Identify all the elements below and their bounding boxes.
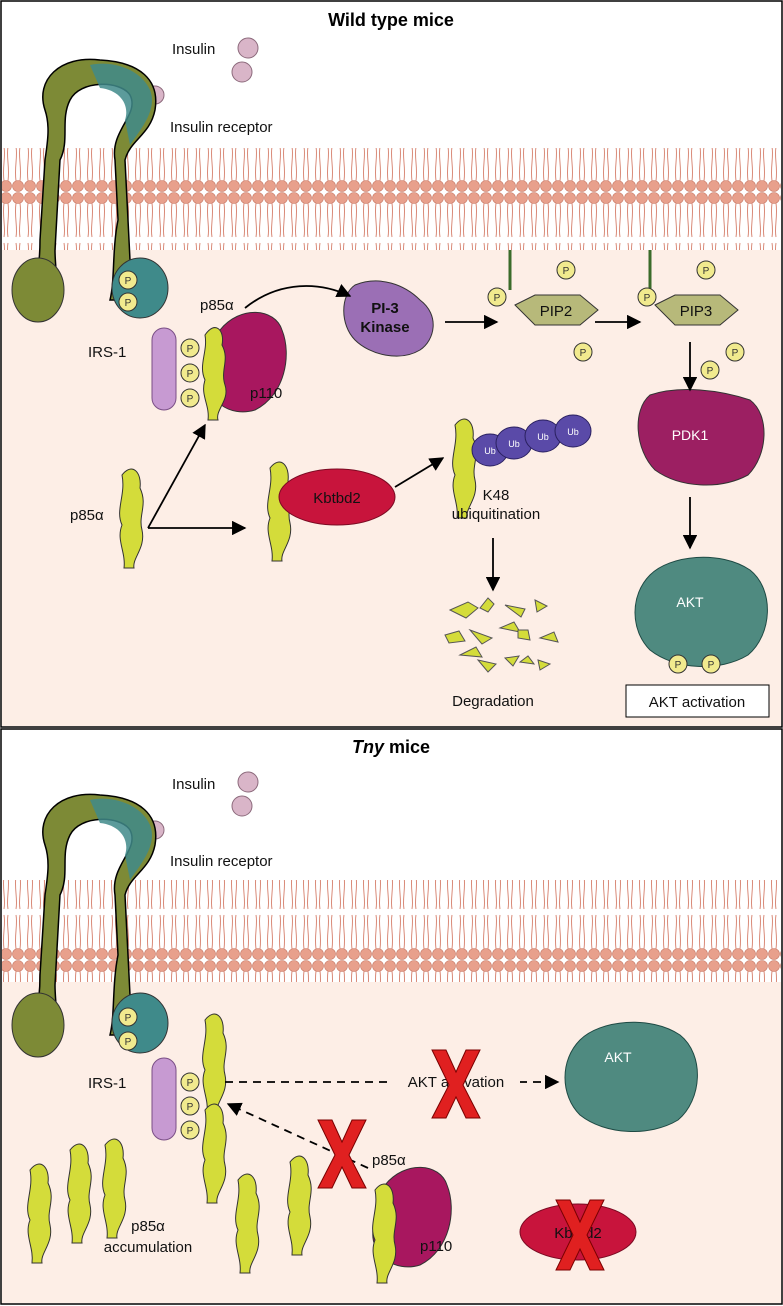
top-irs1-label: IRS-1: [88, 344, 126, 361]
top-pi3k-line1: PI-3: [371, 300, 399, 317]
top-arrows: [147, 283, 698, 592]
top-membrane: [2, 148, 781, 250]
top-irs1: [151, 327, 177, 411]
bottom-insulin-molecule: [237, 771, 259, 793]
svg-text:P: P: [708, 660, 715, 671]
top-p85-ub: [452, 418, 477, 519]
svg-text:P: P: [494, 293, 501, 304]
top-p85-bound-label: p85α: [200, 297, 234, 314]
top-k48-line1: K48: [483, 487, 510, 504]
bottom-akt-label: AKT: [604, 1049, 632, 1065]
top-insulin-label: Insulin: [172, 41, 215, 58]
top-kbtbd2: [278, 468, 396, 526]
bottom-accum-line1: p85α: [131, 1218, 165, 1235]
top-pi3k: [343, 280, 434, 357]
top-insulin-molecule: [237, 37, 259, 59]
top-insulin-receptor-label: Insulin receptor: [170, 119, 273, 136]
bottom-panel-title: Tny mice: [352, 737, 430, 757]
svg-text:P: P: [563, 266, 570, 277]
top-panel: Wild type mice Insulin Insulin receptor …: [0, 0, 783, 728]
top-p85-free-label: p85α: [70, 507, 104, 524]
bottom-p110-label: p110: [420, 1238, 452, 1255]
top-pip2-label: PIP2: [540, 303, 573, 320]
svg-text:P: P: [707, 366, 714, 377]
top-akt-activation-label: AKT activation: [649, 694, 745, 711]
bottom-p85-label: p85α: [372, 1152, 406, 1169]
bottom-p85-stack: [202, 1013, 227, 1204]
svg-text:P: P: [125, 298, 132, 309]
top-kbtbd2-label: Kbtbd2: [313, 490, 361, 507]
bottom-irs1-label: IRS-1: [88, 1075, 126, 1092]
bottom-panel: Tny mice Insulin Insulin receptor P P IR…: [0, 728, 783, 1305]
bottom-membrane: [2, 880, 781, 982]
top-degradation-fragments: [444, 597, 559, 673]
x-mark-p85-binding: [317, 1119, 367, 1189]
top-p110-label: p110: [250, 385, 282, 402]
bottom-insulin-receptor-label: Insulin receptor: [170, 853, 273, 870]
bottom-irs1-phospho: P P P: [180, 1072, 200, 1140]
svg-text:P: P: [703, 266, 710, 277]
top-receptor-phospho: P P: [118, 270, 138, 312]
x-mark-kbtbd2: [555, 1199, 605, 1271]
svg-text:P: P: [675, 660, 682, 671]
svg-text:P: P: [187, 369, 194, 380]
top-pi3k-line2: Kinase: [360, 319, 409, 336]
top-pdk1: [637, 389, 765, 486]
top-insulin-molecule: [231, 61, 253, 83]
svg-text:Ub: Ub: [484, 446, 496, 456]
top-k48-line2: ubiquitination: [452, 506, 540, 523]
svg-text:P: P: [187, 1078, 194, 1089]
bottom-accum-line2: accumulation: [104, 1239, 192, 1256]
bottom-p85-accumulated: [27, 1138, 312, 1274]
top-pip3: P P P P: [637, 250, 745, 380]
svg-text:P: P: [187, 1102, 194, 1113]
svg-text:P: P: [580, 348, 587, 359]
x-mark-akt-activation: [431, 1049, 481, 1119]
top-pip2: P P P: [487, 250, 599, 362]
svg-text:P: P: [125, 1037, 132, 1048]
svg-text:Ub: Ub: [537, 432, 549, 442]
svg-text:P: P: [125, 1013, 132, 1024]
bottom-dashed-arrows: [225, 1074, 560, 1169]
top-pdk1-label: PDK1: [672, 427, 709, 443]
bottom-irs1: [151, 1057, 177, 1141]
bottom-p85-p110: [372, 1183, 397, 1284]
svg-text:Ub: Ub: [567, 427, 579, 437]
bottom-receptor-phospho: P P: [118, 1007, 138, 1051]
top-akt-activation-box: [625, 684, 770, 718]
svg-text:Ub: Ub: [508, 439, 520, 449]
bottom-insulin-molecule: [231, 795, 253, 817]
top-ub-chain: Ub Ub Ub Ub: [471, 414, 592, 467]
top-p85-free: [119, 468, 144, 569]
top-degradation-label: Degradation: [452, 693, 534, 710]
svg-text:P: P: [125, 276, 132, 287]
top-p85-bound: [201, 327, 227, 421]
bottom-akt: [564, 1021, 698, 1132]
top-akt: [634, 556, 768, 667]
svg-text:P: P: [187, 344, 194, 355]
bottom-insulin-label: Insulin: [172, 776, 215, 793]
svg-text:P: P: [187, 394, 194, 405]
svg-text:P: P: [732, 348, 739, 359]
top-irs1-phospho: P P P: [180, 338, 200, 408]
svg-text:P: P: [187, 1126, 194, 1137]
top-panel-title: Wild type mice: [328, 10, 454, 30]
svg-text:P: P: [644, 293, 651, 304]
top-akt-label: AKT: [676, 594, 704, 610]
top-pip3-label: PIP3: [680, 303, 713, 320]
